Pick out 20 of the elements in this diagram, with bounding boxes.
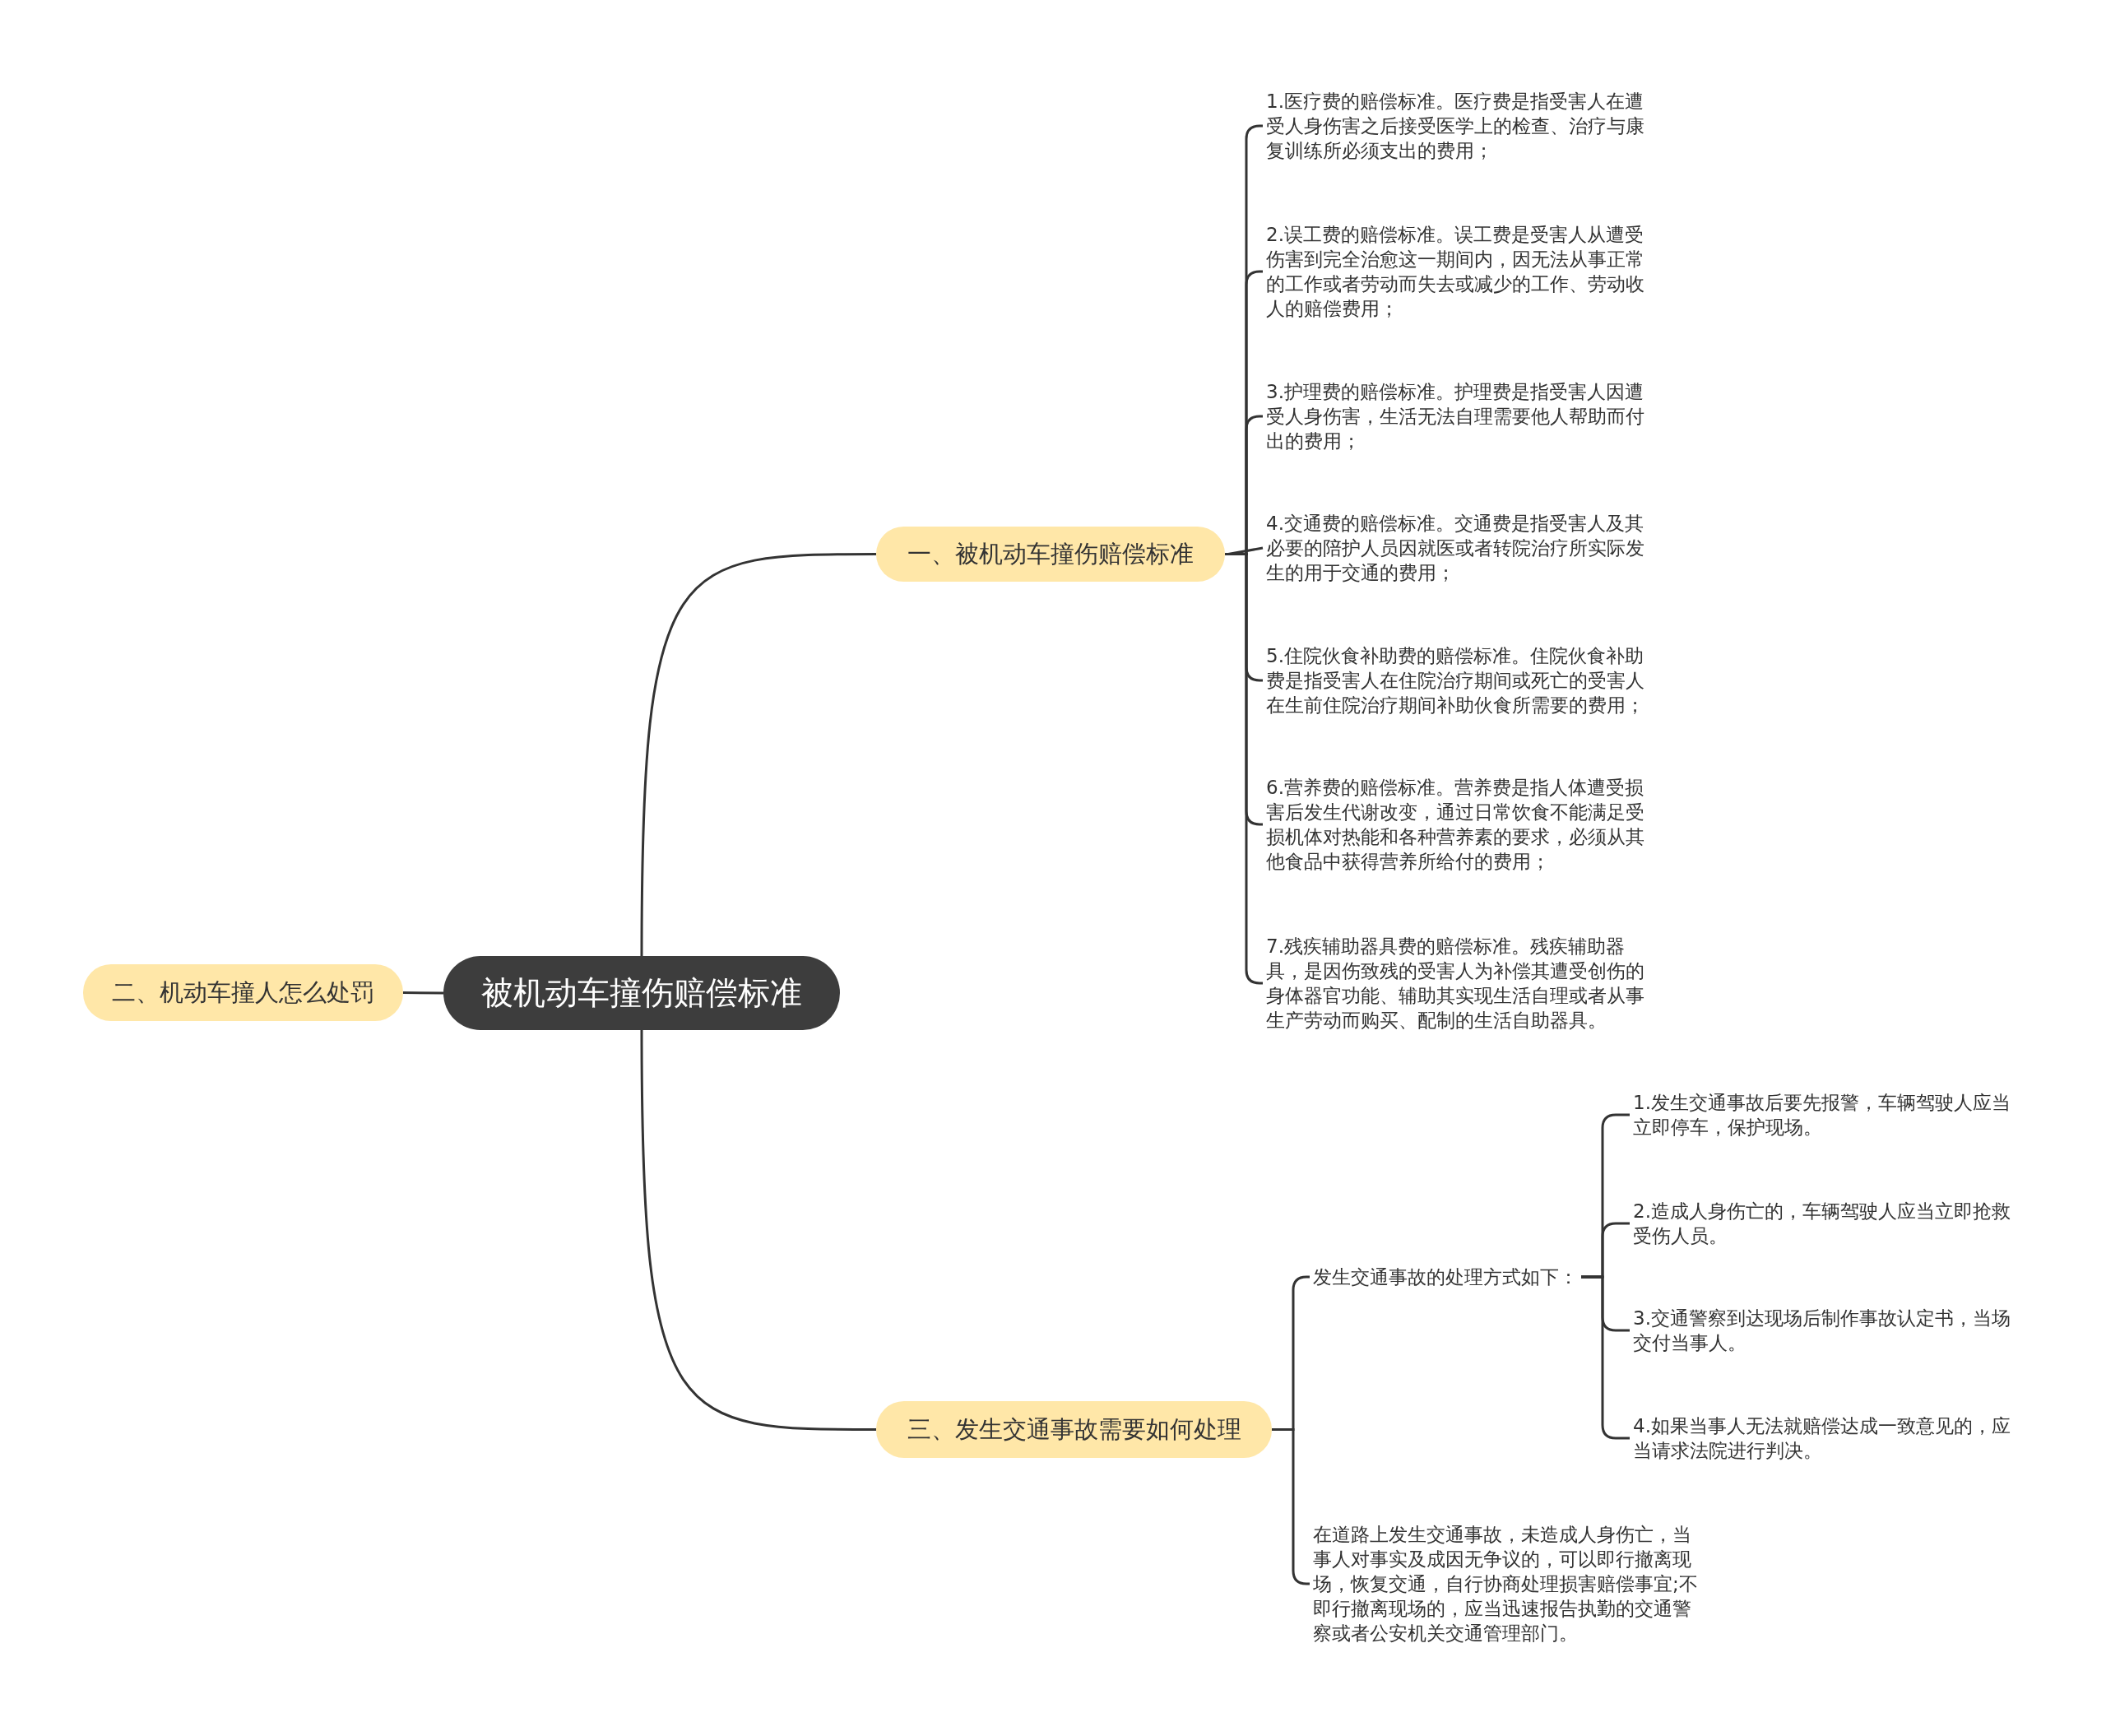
note-text: 1.发生交通事故后要先报警，车辆驾驶人应当立即停车，保护现场。 [1630, 1090, 2020, 1140]
note-text: 7.残疾辅助器具费的赔偿标准。残疾辅助器具，是因伤致残的受害人为补偿其遭受创伤的身体器官功能、辅助其实现生活自理或者从事生产劳动而购买、配制的生活自助器具。 [1263, 934, 1658, 1033]
connector-line [640, 553, 876, 956]
central-topic-box: 被机动车撞伤赔偿标准 [443, 956, 840, 1030]
note-text: 2.造成人身伤亡的，车辆驾驶人应当立即抢救受伤人员。 [1630, 1199, 2020, 1248]
note-text: 在道路上发生交通事故，未造成人身伤亡，当事人对事实及成因无争议的，可以即行撤离现场，恢复交通，自行协商处理损害赔偿事宜;不即行撤离现场的，应当迅速报告执勤的交通警察或者公安机关交通管理部门。 [1310, 1522, 1706, 1645]
note-text: 5.住院伙食补助费的赔偿标准。住院伙食补助费是指受害人在住院治疗期间或死亡的受害人在生前住院治疗期间补助伙食所需要的费用； [1263, 643, 1658, 717]
note-text: 发生交通事故的处理方式如下： [1310, 1265, 1581, 1289]
branch-topic-box: 三、发生交通事故需要如何处理 [876, 1401, 1272, 1458]
note-text: 2.误工费的赔偿标准。误工费是受害人从遭受伤害到完全治愈这一期间内，因无法从事正常的工作或者劳动而失去或减少的工作、劳动收人的赔偿费用； [1263, 222, 1658, 321]
note-text: 3.护理费的赔偿标准。护理费是指受害人因遭受人身伤害，生活无法自理需要他人帮助而付出的费用； [1263, 379, 1658, 453]
branch-topic-box: 一、被机动车撞伤赔偿标准 [876, 527, 1225, 582]
connector-line [403, 991, 443, 995]
connector-line [640, 1030, 876, 1431]
note-text: 1.医疗费的赔偿标准。医疗费是指受害人在遭受人身伤害之后接受医学上的检查、治疗与康复训练所必须支出的费用； [1263, 89, 1658, 163]
note-text: 6.营养费的赔偿标准。营养费是指人体遭受损害后发生代谢改变，通过日常饮食不能满足受损机体对热能和各种营养素的要求，必须从其他食品中获得营养所给付的费用； [1263, 775, 1658, 874]
note-text: 3.交通警察到达现场后制作事故认定书，当场交付当事人。 [1630, 1306, 2020, 1355]
branch-topic-box: 二、机动车撞人怎么处罚 [83, 964, 403, 1021]
note-text: 4.如果当事人无法就赔偿达成一致意见的，应当请求法院进行判决。 [1630, 1413, 2020, 1463]
note-text: 4.交通费的赔偿标准。交通费是指受害人及其必要的陪护人员因就医或者转院治疗所实际发生的用于交通的费用； [1263, 511, 1658, 585]
